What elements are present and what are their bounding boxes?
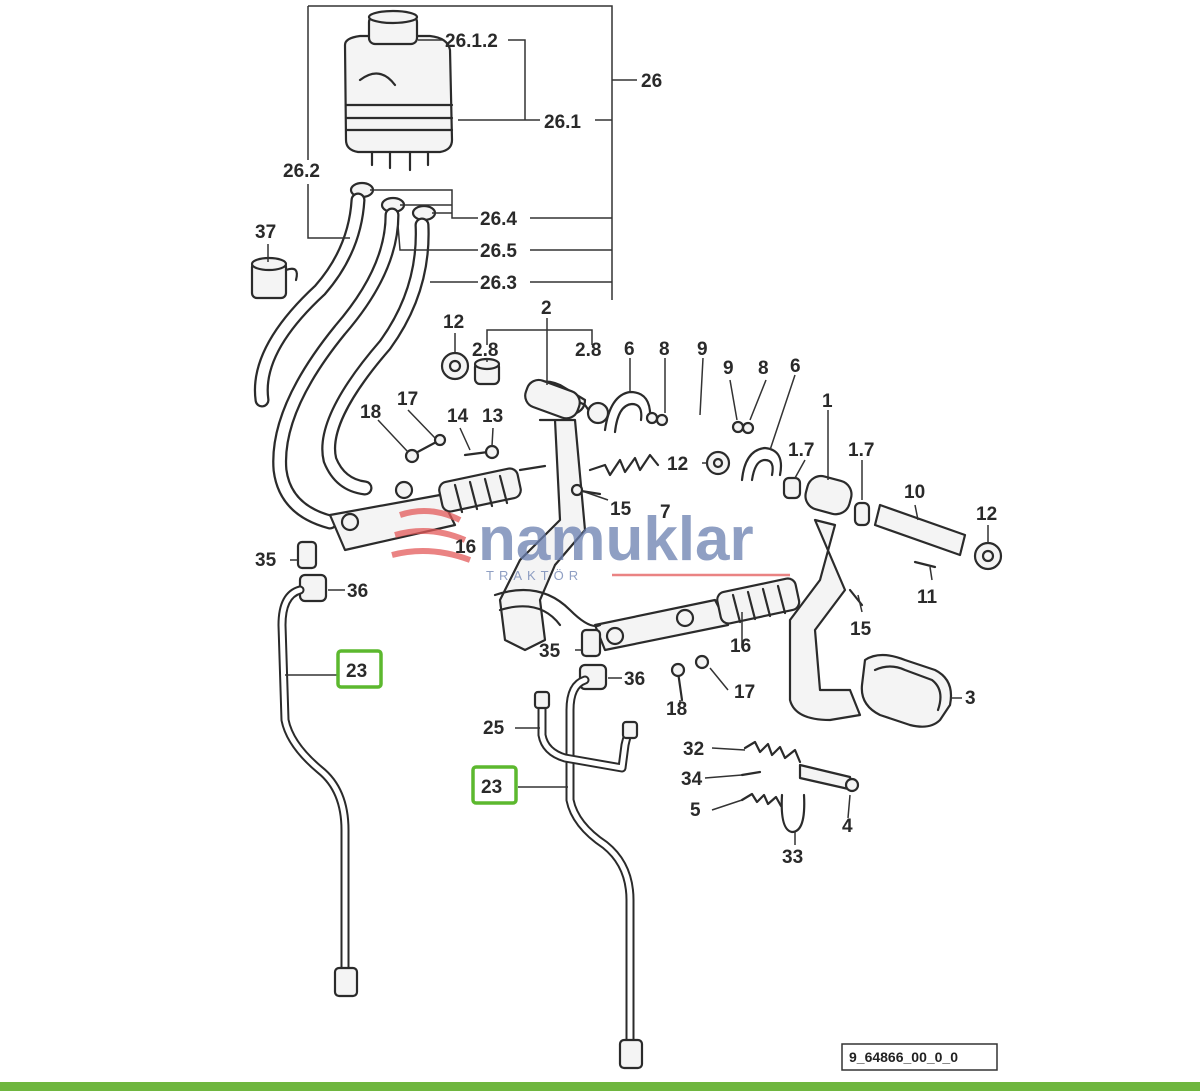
label-16-lower: 16 bbox=[730, 636, 751, 657]
part-labels: 26.1.2 26 26.1 26.2 26.4 26.5 26.3 37 12… bbox=[255, 31, 997, 868]
label-36-right: 36 bbox=[624, 669, 645, 690]
label-32: 32 bbox=[683, 739, 704, 760]
label-8-right: 8 bbox=[758, 358, 769, 379]
label-23-right: 23 bbox=[481, 777, 502, 798]
label-10: 10 bbox=[904, 482, 925, 503]
label-34: 34 bbox=[681, 769, 703, 790]
label-26: 26 bbox=[641, 71, 662, 92]
label-2-8-right: 2.8 bbox=[575, 340, 601, 361]
label-17-upper: 17 bbox=[397, 389, 418, 410]
reservoir-hoses bbox=[253, 192, 430, 530]
watermark-wave bbox=[391, 508, 472, 563]
label-12-right: 12 bbox=[976, 504, 997, 525]
fluid-reservoir bbox=[343, 9, 454, 172]
leader-lines bbox=[267, 5, 989, 845]
bottom-accent-bar bbox=[0, 1082, 1200, 1091]
watermark-brand: namuklar bbox=[478, 505, 754, 574]
label-18-lower: 18 bbox=[666, 699, 687, 720]
highlight-box-23-left[interactable] bbox=[336, 649, 383, 689]
label-26-1: 26.1 bbox=[544, 112, 581, 133]
watermark: namuklar TRAKTÖR bbox=[391, 505, 790, 583]
label-12-middle: 12 bbox=[667, 454, 688, 475]
label-17-lower: 17 bbox=[734, 682, 755, 703]
label-26-3: 26.3 bbox=[480, 273, 517, 294]
lower-linkage-parts bbox=[740, 740, 860, 834]
label-18-upper: 18 bbox=[360, 402, 381, 423]
label-36-left: 36 bbox=[347, 581, 368, 602]
left-pedal bbox=[498, 378, 587, 652]
clip-part-37 bbox=[250, 256, 298, 300]
label-26-5: 26.5 bbox=[480, 241, 517, 262]
return-spring bbox=[570, 453, 660, 497]
label-13: 13 bbox=[482, 406, 503, 427]
label-23-left: 23 bbox=[346, 661, 367, 682]
label-26-2: 26.2 bbox=[283, 161, 320, 182]
highlight-box-23-right[interactable] bbox=[471, 765, 518, 805]
label-26-1-2: 26.1.2 bbox=[445, 31, 498, 52]
label-25: 25 bbox=[483, 718, 505, 739]
label-33: 33 bbox=[782, 847, 803, 868]
label-35-right: 35 bbox=[539, 641, 561, 662]
label-12-upper: 12 bbox=[443, 312, 464, 333]
label-3: 3 bbox=[965, 688, 976, 709]
label-1-7-right: 1.7 bbox=[848, 440, 874, 461]
label-6-left: 6 bbox=[624, 339, 635, 360]
label-9-right: 9 bbox=[723, 358, 734, 379]
label-37: 37 bbox=[255, 222, 276, 243]
label-4: 4 bbox=[842, 816, 853, 837]
right-pedal-assembly bbox=[782, 474, 1003, 728]
label-14: 14 bbox=[447, 406, 469, 427]
label-1: 1 bbox=[822, 391, 833, 412]
label-6-right: 6 bbox=[790, 356, 801, 377]
label-5: 5 bbox=[690, 800, 701, 821]
reference-code: 9_64866_00_0_0 bbox=[849, 1049, 958, 1065]
label-16-upper: 16 bbox=[455, 537, 476, 558]
label-7: 7 bbox=[660, 502, 671, 523]
label-26-4: 26.4 bbox=[480, 209, 517, 230]
label-8-left: 8 bbox=[659, 339, 670, 360]
label-9-left: 9 bbox=[697, 339, 708, 360]
label-11: 11 bbox=[917, 587, 938, 608]
label-2-8-left: 2.8 bbox=[472, 340, 498, 361]
label-1-7-left: 1.7 bbox=[788, 440, 814, 461]
reference-code-box bbox=[841, 1043, 998, 1071]
label-15-upper: 15 bbox=[610, 499, 632, 520]
brake-pipes bbox=[277, 585, 644, 1070]
label-35-left: 35 bbox=[255, 550, 277, 571]
watermark-sub: TRAKTÖR bbox=[486, 568, 583, 583]
label-2: 2 bbox=[541, 298, 552, 319]
lower-master-cylinder bbox=[493, 577, 801, 652]
label-15-lower: 15 bbox=[850, 619, 872, 640]
upper-bolts bbox=[404, 433, 500, 464]
